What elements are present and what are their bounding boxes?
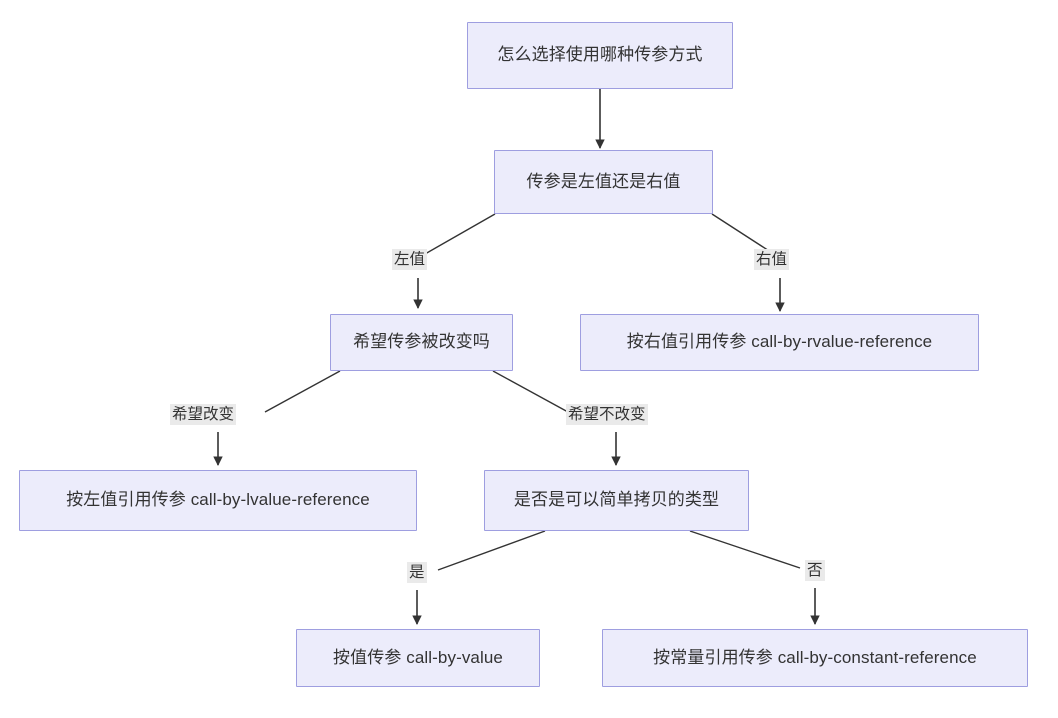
node-lvalue-or-rvalue[interactable]: 传参是左值还是右值 [494,150,713,214]
edge-label-yes: 是 [407,562,427,584]
edge-label-no-change: 希望不改变 [566,404,648,426]
node-root[interactable]: 怎么选择使用哪种传参方式 [467,22,733,89]
node-call-by-constant-reference-label: 按常量引用传参 call-by-constant-reference [653,647,977,667]
node-root-label: 怎么选择使用哪种传参方式 [497,45,703,65]
node-call-by-rvalue-reference[interactable]: 按右值引用传参 call-by-rvalue-reference [580,314,979,371]
node-call-by-value-label: 按值传参 call-by-value [333,647,503,667]
edge-lr-to-mutate [417,213,496,259]
node-call-by-value[interactable]: 按值传参 call-by-value [296,629,540,687]
node-cheaply-copyable-label: 是否是可以简单拷贝的类型 [513,490,720,510]
edge-mutate-to-cheap [492,370,569,413]
node-want-mutation[interactable]: 希望传参被改变吗 [330,314,513,371]
edge-mutate-to-lvalref [264,370,341,413]
node-cheaply-copyable[interactable]: 是否是可以简单拷贝的类型 [484,470,749,531]
edge-label-want-change: 希望改变 [170,404,237,426]
node-lvalue-or-rvalue-label: 传参是左值还是右值 [526,171,681,191]
edge-label-no: 否 [805,560,825,582]
edge-label-rvalue: 右值 [754,249,790,271]
node-want-mutation-label: 希望传参被改变吗 [353,332,490,352]
node-call-by-lvalue-reference[interactable]: 按左值引用传参 call-by-lvalue-reference [19,470,417,531]
node-call-by-rvalue-reference-label: 按右值引用传参 call-by-rvalue-reference [626,332,933,352]
edge-cheap-to-byvalue [437,530,546,571]
edge-cheap-to-constref [689,530,801,569]
node-call-by-lvalue-reference-label: 按左值引用传参 call-by-lvalue-reference [66,490,370,510]
node-call-by-constant-reference[interactable]: 按常量引用传参 call-by-constant-reference [602,629,1028,687]
edge-label-lvalue: 左值 [392,249,428,271]
